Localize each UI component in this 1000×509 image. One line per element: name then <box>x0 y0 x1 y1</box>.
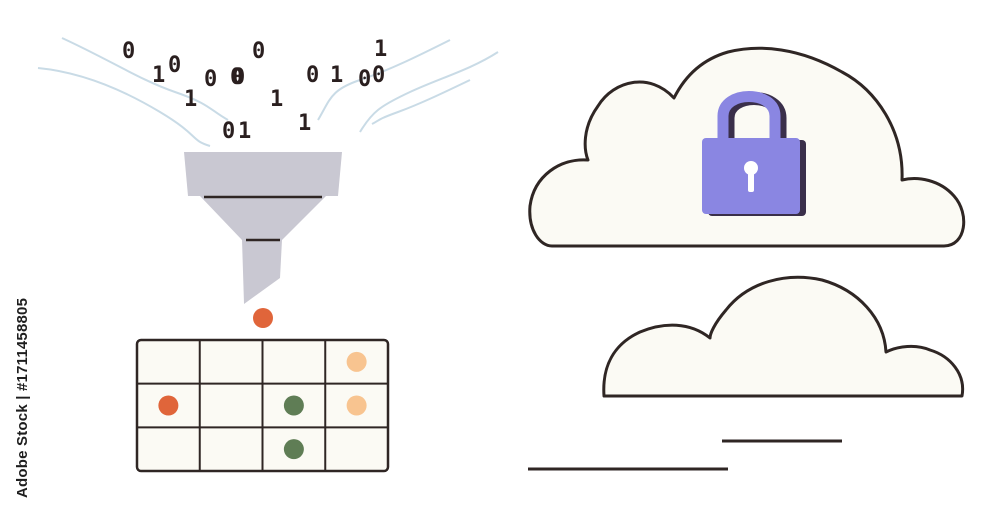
binary-digit: 0 <box>358 67 371 92</box>
grid-dot <box>283 395 304 416</box>
wave-line <box>37 67 211 147</box>
wave-line <box>371 79 471 125</box>
stock-id-text: Adobe Stock | #1711458805 <box>14 297 31 498</box>
wavy-lines <box>37 37 499 147</box>
binary-digit: 1 <box>330 63 343 88</box>
binary-digit: 0 <box>222 119 235 144</box>
binary-digit: 0 <box>372 63 385 88</box>
grid-dot <box>346 351 367 372</box>
grid-dot <box>158 395 179 416</box>
funnel-cone <box>200 196 326 240</box>
binary-digit: 1 <box>184 87 197 112</box>
binary-digit: 1 <box>152 63 165 88</box>
lock-shackle <box>717 91 781 138</box>
cloud-icon <box>602 275 965 398</box>
funnel-top <box>184 152 342 196</box>
binary-digit: 1 <box>238 119 251 144</box>
falling-data-dot <box>253 308 273 328</box>
binary-digit: 0 <box>306 63 319 88</box>
wave-line <box>61 37 229 121</box>
funnel-icon <box>184 152 342 304</box>
binary-digit: 0 <box>232 65 245 90</box>
binary-digit: 0 <box>230 65 243 90</box>
grid-dot <box>346 395 367 416</box>
binary-digit: 0 <box>204 67 217 92</box>
binary-digit: 1 <box>270 87 283 112</box>
grid-dot <box>283 439 304 460</box>
wave-line <box>359 51 499 133</box>
binary-digit: 0 <box>122 39 135 64</box>
binary-digit: 1 <box>298 111 311 136</box>
binary-digit: 0 <box>252 39 265 64</box>
binary-digit: 0 <box>168 53 181 78</box>
binary-digit: 1 <box>374 37 387 62</box>
lock-icon <box>702 91 806 216</box>
funnel-spout <box>242 240 282 304</box>
data-grid <box>135 338 390 473</box>
cloud-bottom <box>602 275 965 398</box>
keyhole-slot <box>748 168 754 192</box>
wave-line <box>317 39 451 121</box>
